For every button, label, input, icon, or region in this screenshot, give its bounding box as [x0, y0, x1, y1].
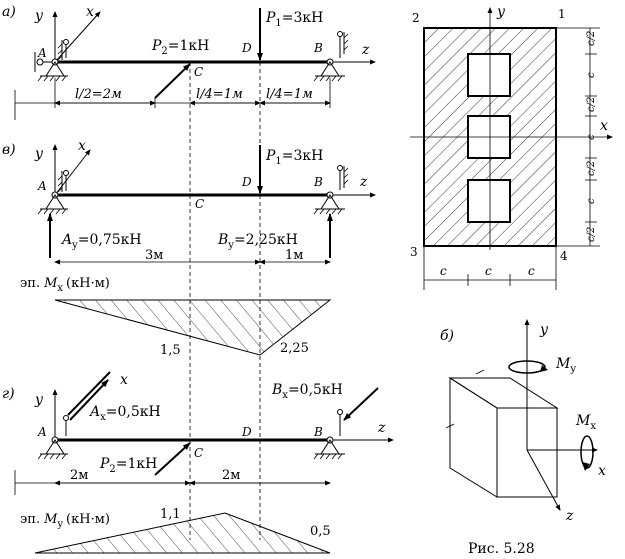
- dim-c-bottom-3: c: [528, 264, 535, 278]
- dim-2: 1м: [285, 248, 303, 263]
- dim-c-bottom-1: c: [440, 264, 447, 278]
- reaction-a-label: Ay=0,75кН: [60, 232, 142, 251]
- load-p2-label: P2=1кН: [99, 456, 157, 475]
- hole-bottom: [467, 179, 511, 223]
- block-y-label: y: [539, 322, 549, 338]
- panel-g: г) y z A B C D x Ax=0,5кН: [2, 371, 394, 554]
- dim-2: 2м: [222, 468, 240, 483]
- dim-1: l/2=2м: [75, 87, 122, 102]
- reaction-b-label: Bx=0,5кН: [271, 382, 343, 401]
- y-axis-label: y: [34, 8, 44, 24]
- panel-v: в) y x z A B C D: [2, 138, 376, 358]
- value-1: 1,1: [160, 507, 181, 522]
- dim-c-half-1: c/2: [586, 31, 597, 46]
- point-a-label: A: [37, 46, 47, 60]
- x-axis-label: x: [78, 138, 86, 154]
- support-b: [313, 31, 349, 82]
- y-axis-label: y: [34, 146, 44, 162]
- dim-c-half-3: c/2: [586, 161, 597, 176]
- point-a-label: A: [37, 425, 47, 439]
- load-p2-arrow: [154, 63, 191, 99]
- support-b: [313, 409, 345, 460]
- panel-g-label: г): [2, 386, 15, 402]
- dim-c-half-4: c/2: [586, 227, 597, 242]
- load-p1-label: P1=3кН: [265, 10, 323, 29]
- hole-top: [467, 53, 511, 97]
- point-d-label: D: [241, 41, 252, 55]
- value-2: 0,5: [310, 524, 331, 539]
- block-top: [448, 377, 559, 409]
- z-axis-label: z: [377, 420, 386, 436]
- block-z-label: z: [565, 508, 574, 524]
- load-p2-arrow: [154, 442, 191, 476]
- dim-3: l/4=1м: [266, 87, 313, 102]
- figure-caption: Рис. 5.28: [468, 541, 535, 557]
- point-d-label: D: [241, 175, 252, 189]
- corner-3: 3: [410, 245, 418, 259]
- point-d-label: D: [241, 425, 252, 439]
- dim-c-bottom-2: c: [485, 264, 492, 278]
- panel-a: а) y x z A: [2, 4, 376, 120]
- reaction-a-label: Ax=0,5кН: [88, 404, 161, 423]
- x-axis-label: x: [86, 4, 94, 20]
- dim-c-3: c: [586, 198, 597, 204]
- diagram-mx-title: эп.Mx(кН·м): [20, 276, 110, 294]
- point-c-label: C: [194, 446, 203, 460]
- value-1: 1,5: [160, 343, 181, 358]
- dim-c-1: c: [586, 72, 597, 78]
- x-axis-label: x: [120, 372, 128, 388]
- dim-c-half-2: c/2: [586, 97, 597, 112]
- x-axis: [54, 149, 91, 196]
- dim-2: l/4=1м: [196, 87, 243, 102]
- dim-1: 2м: [70, 468, 88, 483]
- panel-b-label: б): [440, 328, 454, 344]
- panel-v-label: в): [2, 142, 16, 158]
- z-axis-label: z: [359, 174, 368, 190]
- load-p2-label: P2=1кН: [151, 38, 209, 57]
- support-a: [37, 415, 69, 460]
- reaction-b-arrow: [343, 387, 379, 421]
- point-c-label: C: [194, 65, 203, 79]
- support-b: [313, 165, 349, 215]
- diagram-my-title: эп.My(кН·м): [20, 512, 110, 530]
- load-p1-label: P1=3кН: [265, 148, 323, 167]
- section-x-label: x: [600, 118, 608, 134]
- diagram-mx: [54, 299, 332, 356]
- point-b-label: B: [313, 41, 323, 55]
- cross-section: y x 1 2 3 4 c/2 c c/2 c c/2 c c/2 c c c: [410, 4, 613, 290]
- x-axis: [67, 371, 111, 416]
- reaction-b-label: By=2,25кН: [217, 232, 298, 251]
- y-axis-label: y: [34, 392, 44, 408]
- corner-4: 4: [560, 249, 568, 263]
- block-x-label: x: [598, 463, 606, 479]
- block-z-axis: [526, 449, 561, 511]
- z-axis-label: z: [361, 42, 370, 58]
- point-b-label: B: [313, 175, 323, 189]
- moment-y-arrow: [508, 360, 546, 374]
- support-a: [34, 39, 69, 82]
- panel-a-label: а): [2, 4, 16, 20]
- point-b-label: B: [313, 425, 323, 439]
- section-y-label: y: [496, 4, 506, 20]
- moment-x-label: Mx: [575, 413, 596, 432]
- dim-c-2: c: [586, 134, 597, 140]
- moment-y-label: My: [555, 356, 576, 375]
- corner-2: 2: [412, 11, 420, 25]
- block-left: [449, 377, 498, 498]
- panel-b: б) y x z My Mx: [440, 319, 606, 524]
- support-a: [37, 170, 69, 215]
- point-a-label: A: [37, 179, 47, 193]
- point-c-label: C: [195, 197, 204, 211]
- diagram-my: [34, 512, 331, 554]
- dim-1: 3м: [145, 248, 163, 263]
- reaction-a-arrow: [69, 379, 109, 421]
- corner-1: 1: [558, 7, 566, 21]
- value-2: 2,25: [280, 341, 309, 356]
